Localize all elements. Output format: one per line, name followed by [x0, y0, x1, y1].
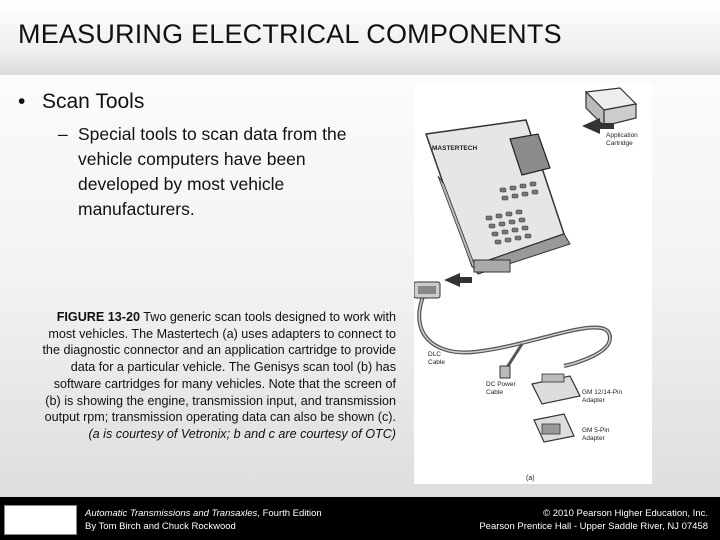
slide-title: MEASURING ELECTRICAL COMPONENTS — [18, 19, 562, 49]
footer-title-line: Automatic Transmissions and Transaxles, … — [85, 507, 322, 520]
cartridge-label-2: Cartridge — [606, 140, 633, 147]
bullet-marker: • — [18, 90, 26, 113]
dlc-connector — [413, 281, 441, 299]
sub-bullet-text: Special tools to scan data from the vehi… — [78, 124, 347, 219]
footer-bar: Automatic Transmissions and Transaxles, … — [0, 497, 720, 540]
book-edition: , Fourth Edition — [257, 508, 322, 519]
gm5-label-1: GM 5-Pin — [582, 427, 610, 434]
figure-label: FIGURE 13-20 — [56, 310, 140, 324]
dc-power-label: DC Power Cable — [486, 381, 517, 396]
dc-power-label-2: Cable — [486, 389, 503, 396]
gm-12-pin-adapter — [531, 373, 581, 405]
dlc-label-2: Cable — [428, 359, 445, 366]
device-keypad — [485, 181, 539, 245]
gm12-label: GM 12/14-Pin Adapter — [582, 389, 624, 404]
dc-power-label-1: DC Power — [486, 381, 516, 388]
footer-book-info: Automatic Transmissions and Transaxles, … — [85, 507, 322, 533]
gm12-label-2: Adapter — [582, 397, 606, 404]
dlc-label-1: DLC — [428, 351, 441, 358]
publisher-line: Pearson Prentice Hall - Upper Saddle Riv… — [479, 521, 708, 532]
dlc-label: DLC Cable — [428, 351, 445, 366]
scan-tool-illustration: Application Cartridge MASTERTECH — [413, 87, 640, 482]
device-brand-label: MASTERTECH — [432, 145, 477, 152]
sub-bullet-item: – Special tools to scan data from the ve… — [58, 122, 368, 222]
gm12-label-1: GM 12/14-Pin — [582, 389, 622, 396]
device-connector — [473, 259, 511, 273]
gm5-label: GM 5-Pin Adapter — [582, 427, 611, 442]
bullet-text: Scan Tools — [42, 90, 145, 113]
bullet-item: • Scan Tools — [18, 90, 144, 114]
gm5-label-2: Adapter — [582, 435, 606, 442]
title-band — [0, 0, 720, 75]
mastertech-scan-tool: MASTERTECH — [424, 119, 571, 275]
caption-credit: (a is courtesy of Vetronix; b and c are … — [88, 426, 396, 441]
book-title: Automatic Transmissions and Transaxles — [85, 508, 258, 519]
publisher-logo-placeholder — [4, 505, 77, 535]
scan-tool-figure: Application Cartridge MASTERTECH — [413, 84, 652, 484]
dc-power-plug — [499, 343, 524, 379]
arrow-icon — [444, 273, 472, 287]
book-authors: By Tom Birch and Chuck Rockwood — [85, 521, 236, 532]
application-cartridge — [584, 87, 638, 128]
cartridge-label: Application Cartridge — [606, 132, 640, 147]
figure-caption: FIGURE 13-20 Two generic scan tools desi… — [40, 309, 396, 443]
sub-bullet-marker: – — [58, 124, 68, 144]
arrow-icon — [582, 118, 614, 134]
part-label: (a) — [526, 475, 535, 482]
cartridge-label-1: Application — [606, 132, 638, 139]
footer-copyright: © 2010 Pearson Higher Education, Inc. Pe… — [479, 507, 708, 533]
device-screen — [509, 133, 551, 176]
caption-text: Two generic scan tools designed to work … — [42, 310, 396, 425]
gm-5-pin-adapter — [533, 413, 575, 443]
copyright-line: © 2010 Pearson Higher Education, Inc. — [543, 508, 708, 519]
